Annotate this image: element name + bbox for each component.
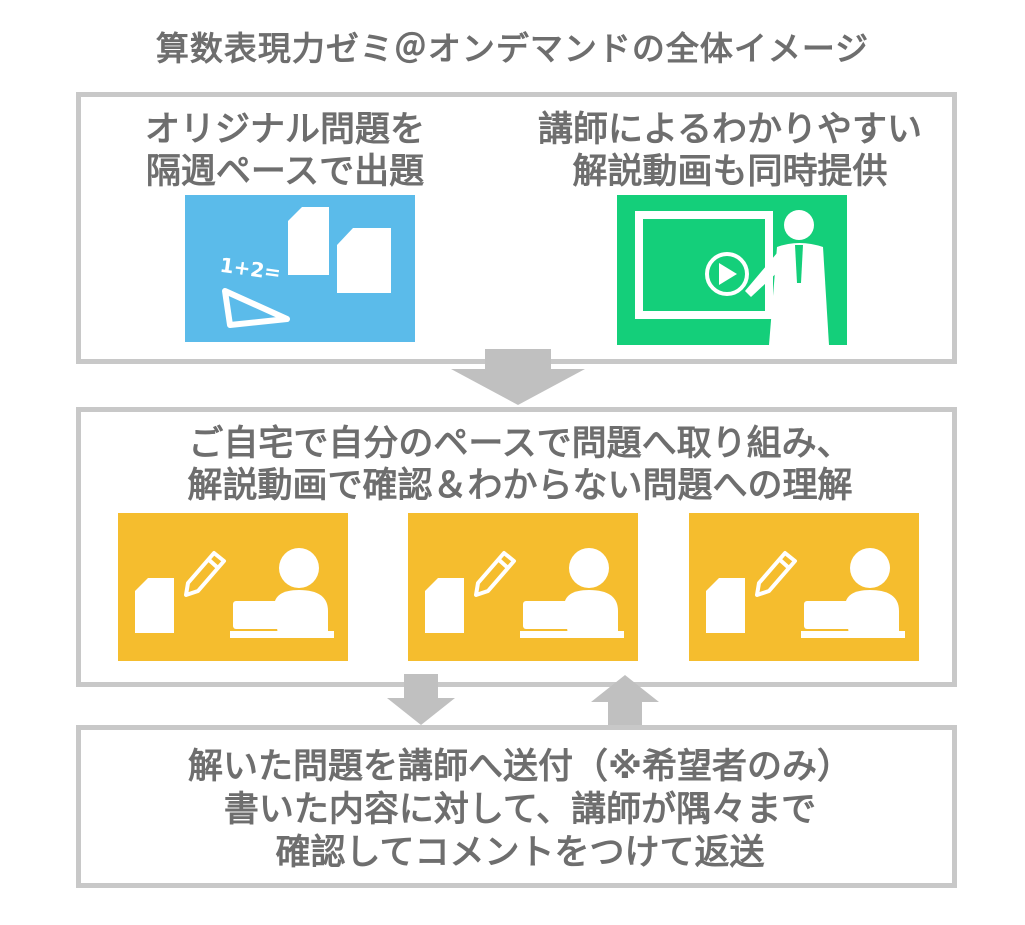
pencil-icon [184,551,226,597]
feedback-text-line-1: 解いた問題を講師へ送付（※希望者のみ） [187,747,853,787]
feedback-text-line-3: 確認してコメントをつけて返送 [275,833,765,873]
study-panel-2 [408,513,638,661]
right-heading-line-2: 解説動画も同時提供 [572,152,888,192]
problem-panel: 1+2= [185,195,415,342]
document-icon [706,578,745,633]
feedback-text-line-2: 書いた内容に対して、講師が隅々まで [223,790,817,830]
document-icon [425,578,464,633]
document-icon [135,578,174,633]
pencil-icon [474,551,516,597]
left-heading-line-2: 隔週ペースで出題 [145,152,425,192]
study-text-line-2: 解説動画で確認＆わからない問題への理解 [187,466,853,506]
study-text-line-1: ご自宅で自分のペースで問題へ取り組み、 [188,424,852,464]
study-panel-3 [689,513,919,661]
student-icon [520,548,624,638]
formula-text: 1+2= [218,253,282,285]
diagram-title: 算数表現力ゼミ＠オンデマンドの全体イメージ [155,29,870,68]
teacher-icon [745,210,829,345]
feedback-box [76,725,957,888]
document-icon-2 [337,228,391,293]
right-heading-line-1: 講師によるわかりやすい [538,110,922,150]
screen-frame [635,211,773,319]
student-icon [230,548,334,638]
left-heading-line-1: オリジナル問題を [144,110,425,150]
submit-down-arrow-icon [387,674,455,725]
ruler-triangle-icon [222,288,290,328]
return-up-arrow-icon [591,675,659,726]
video-panel [617,195,847,345]
student-icon [801,548,905,638]
down-arrow-icon [451,349,585,405]
pencil-icon [755,551,797,597]
study-panel-1 [118,513,348,661]
document-icon [288,207,329,275]
play-icon [705,252,749,296]
